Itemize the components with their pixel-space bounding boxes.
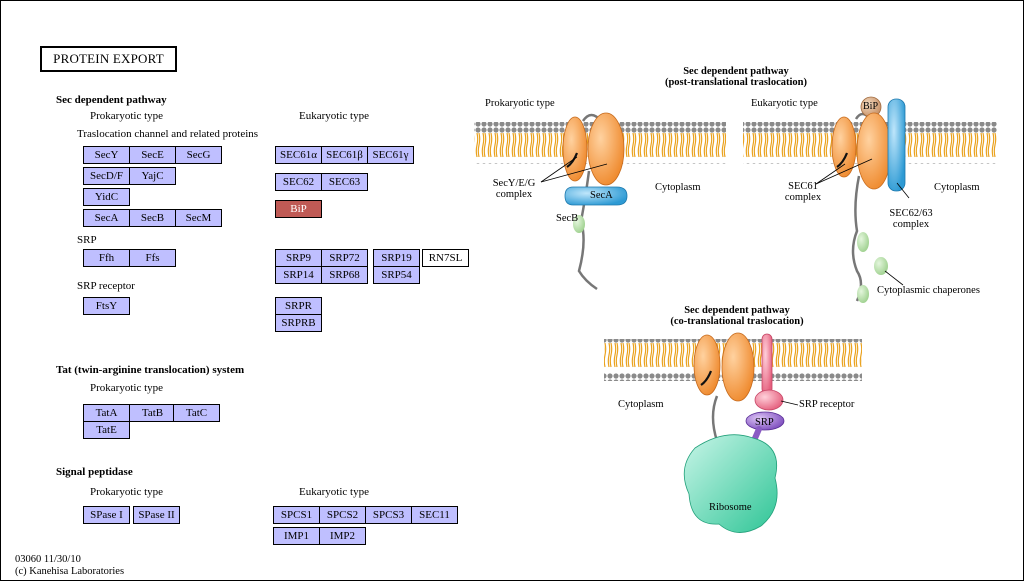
gene-bip[interactable]: BiP bbox=[275, 200, 322, 218]
post-translational-title-2: (post-translational traslocation) bbox=[664, 77, 808, 88]
co-translational-title-2: (co-translational traslocation) bbox=[670, 316, 804, 327]
gene-secy[interactable]: SecY bbox=[83, 146, 130, 164]
gene-secb[interactable]: SecB bbox=[129, 209, 176, 227]
tat-heading: Tat (twin-arginine translocation) system bbox=[56, 364, 245, 376]
gene-sec63[interactable]: SEC63 bbox=[321, 173, 368, 191]
gene-srp68[interactable]: SRP68 bbox=[321, 266, 368, 284]
cytoplasm-label-left: Cytoplasm bbox=[655, 182, 701, 193]
secyeg-label-2: complex bbox=[495, 189, 533, 200]
gene-yajc[interactable]: YajC bbox=[129, 167, 176, 185]
prok-type-heading: Prokaryotic type bbox=[90, 110, 164, 122]
gene-tate[interactable]: TatE bbox=[83, 421, 130, 439]
footer-map-id: 03060 11/30/10 bbox=[15, 554, 81, 565]
ribosome-label: Ribosome bbox=[709, 502, 752, 513]
translocation-heading: Traslocation channel and related protein… bbox=[77, 128, 259, 140]
sig-euk-heading: Eukaryotic type bbox=[299, 486, 369, 498]
gene-sec61g[interactable]: SEC61γ bbox=[367, 146, 414, 164]
gene-sec62[interactable]: SEC62 bbox=[275, 173, 322, 191]
chaperones-label: Cytoplasmic chaperones bbox=[877, 285, 980, 296]
gene-srp9[interactable]: SRP9 bbox=[275, 249, 322, 267]
gene-srp14[interactable]: SRP14 bbox=[275, 266, 322, 284]
gene-tatb[interactable]: TatB bbox=[129, 404, 176, 422]
gene-spcs3[interactable]: SPCS3 bbox=[365, 506, 412, 524]
gene-tatc[interactable]: TatC bbox=[173, 404, 220, 422]
srp-receptor-heading: SRP receptor bbox=[77, 280, 135, 292]
sig-prok-heading: Prokaryotic type bbox=[90, 486, 164, 498]
gene-srprb[interactable]: SRPRB bbox=[275, 314, 322, 332]
gene-ftsy[interactable]: FtsY bbox=[83, 297, 130, 315]
gene-srp54[interactable]: SRP54 bbox=[373, 266, 420, 284]
gene-rn7sl[interactable]: RN7SL bbox=[422, 249, 469, 267]
gene-seca[interactable]: SecA bbox=[83, 209, 130, 227]
gene-spase2[interactable]: SPase II bbox=[133, 506, 180, 524]
cytoplasm-label-co: Cytoplasm bbox=[618, 399, 664, 410]
map-title: PROTEIN EXPORT bbox=[40, 46, 177, 72]
diagram-euk-label: Eukaryotic type bbox=[751, 98, 818, 109]
gene-sec61b[interactable]: SEC61β bbox=[321, 146, 368, 164]
srp-heading: SRP bbox=[77, 234, 97, 246]
sec61-label-1: SEC61 bbox=[788, 181, 818, 192]
cytoplasm-label-right: Cytoplasm bbox=[934, 182, 980, 193]
gene-secg[interactable]: SecG bbox=[175, 146, 222, 164]
post-translational-title-1: Sec dependent pathway bbox=[683, 66, 789, 77]
srp-label: SRP bbox=[755, 417, 774, 428]
gene-spase1[interactable]: SPase I bbox=[83, 506, 130, 524]
euk-type-heading: Eukaryotic type bbox=[299, 110, 369, 122]
gene-secm[interactable]: SecM bbox=[175, 209, 222, 227]
signal-peptidase-heading: Signal peptidase bbox=[56, 466, 133, 478]
diagram-prok-label: Prokaryotic type bbox=[485, 98, 555, 109]
tat-prok-heading: Prokaryotic type bbox=[90, 382, 164, 394]
sec61-label-2: complex bbox=[784, 192, 822, 203]
seca-label: SecA bbox=[590, 190, 613, 201]
sec-pathway-heading: Sec dependent pathway bbox=[56, 94, 167, 106]
footer-copyright: (c) Kanehisa Laboratories bbox=[15, 566, 125, 577]
secyeg-label-1: SecY/E/G bbox=[492, 178, 536, 189]
gene-srpr[interactable]: SRPR bbox=[275, 297, 322, 315]
gene-sec11[interactable]: SEC11 bbox=[411, 506, 458, 524]
secb-label: SecB bbox=[556, 213, 579, 224]
gene-imp2[interactable]: IMP2 bbox=[319, 527, 366, 545]
sec6263-label-2: complex bbox=[892, 219, 930, 230]
diagram-bip-label: BiP bbox=[863, 101, 879, 112]
sec6263-label-1: SEC62/63 bbox=[889, 208, 933, 219]
gene-ffs[interactable]: Ffs bbox=[129, 249, 176, 267]
srp-receptor-label: SRP receptor bbox=[799, 399, 855, 410]
co-translational-title-1: Sec dependent pathway bbox=[684, 305, 790, 316]
gene-yidc[interactable]: YidC bbox=[83, 188, 130, 206]
gene-srp19[interactable]: SRP19 bbox=[373, 249, 420, 267]
gene-secdf[interactable]: SecD/F bbox=[83, 167, 130, 185]
gene-sec61a[interactable]: SEC61α bbox=[275, 146, 322, 164]
gene-imp1[interactable]: IMP1 bbox=[273, 527, 320, 545]
